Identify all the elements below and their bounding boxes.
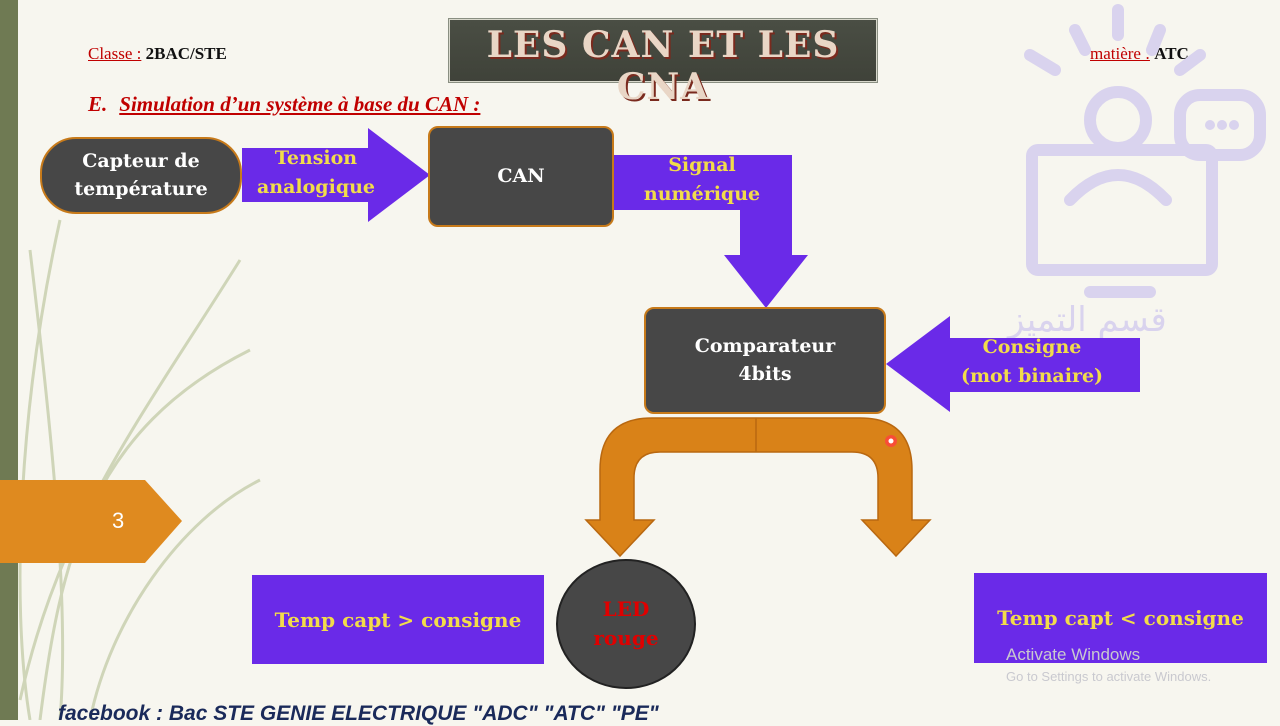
page-tab <box>0 480 182 563</box>
title-banner <box>448 18 878 83</box>
signal-arrow <box>612 155 808 308</box>
matiere-label: matière : <box>1090 44 1150 63</box>
capteur-box: Capteur de température <box>40 137 242 214</box>
tension-label: Tension analogique <box>256 147 376 198</box>
temp-less-box: Temp capt < consigne <box>974 573 1267 663</box>
classe-info: Classe : 2BAC/STE <box>88 44 227 64</box>
matiere-value: ATC <box>1154 44 1189 63</box>
footer-facebook: facebook : Bac STE GENIE ELECTRIQUE "ADC… <box>58 702 659 725</box>
section-text: Simulation d’un système à base du CAN : <box>119 92 481 116</box>
tension-arrow <box>242 128 430 222</box>
section-letter: E. <box>88 92 108 116</box>
classe-value: 2BAC/STE <box>145 44 227 63</box>
signal-label: Signal numérique <box>643 154 761 205</box>
watermark-text: قسم التميز <box>1008 300 1167 340</box>
activate-windows-title: Activate Windows <box>1006 645 1141 664</box>
temp-greater-box: Temp capt > consigne <box>252 575 544 664</box>
consigne-label: Consigne (mot binaire) <box>960 336 1104 387</box>
classe-label: Classe : <box>88 44 142 63</box>
slide-title: LES CAN ET LES CNA <box>486 24 840 108</box>
led-rouge: LED rouge <box>556 559 696 689</box>
consigne-arrow <box>886 316 1140 412</box>
split-arrow <box>584 417 932 558</box>
watermark-logo <box>1024 4 1266 298</box>
page-number: 3 <box>112 508 125 533</box>
matiere-info: matière : ATC <box>1090 44 1189 64</box>
section-heading: E. Simulation d’un système à base du CAN … <box>88 92 480 117</box>
activate-windows-subtitle: Go to Settings to activate Windows. <box>1006 669 1212 684</box>
can-box: CAN <box>428 126 614 227</box>
comparateur-box: Comparateur 4bits <box>644 307 886 414</box>
